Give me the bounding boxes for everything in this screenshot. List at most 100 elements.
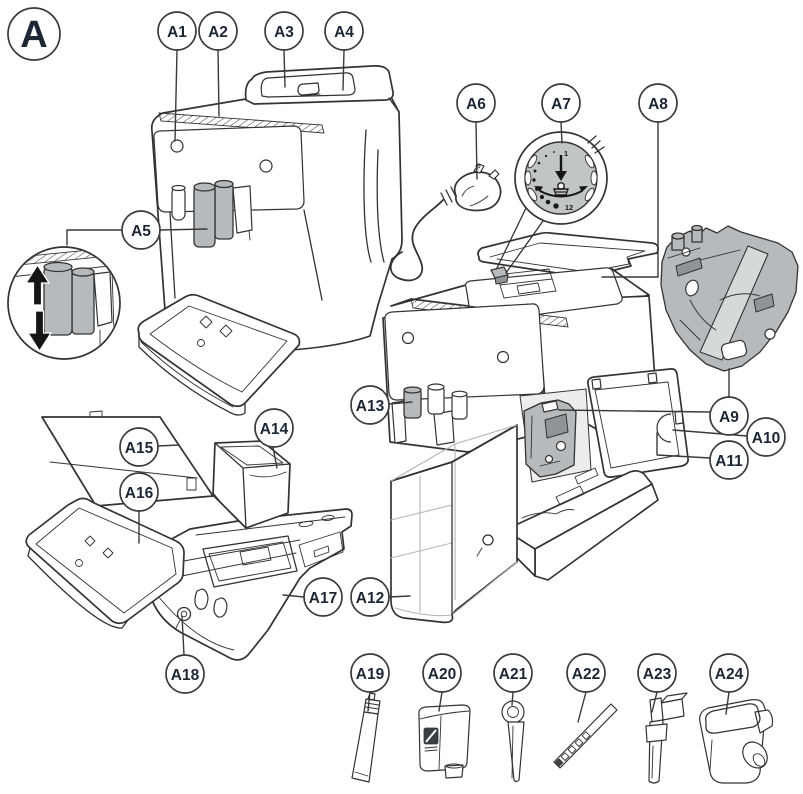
leader-a17 — [282, 594, 305, 598]
leader-a6 — [475, 121, 478, 180]
svg-text:A12: A12 — [356, 590, 384, 607]
svg-text:A24: A24 — [715, 666, 744, 683]
leader-a1 — [174, 49, 178, 142]
grind-dial-inset: 1 12 — [496, 131, 608, 274]
callout-a12: A12 — [350, 577, 390, 617]
svg-text:A1: A1 — [167, 24, 187, 41]
callout-a20: A20 — [422, 653, 462, 693]
water-tank — [390, 424, 518, 624]
panel-button-right — [259, 159, 273, 173]
svg-text:A9: A9 — [719, 409, 739, 426]
svg-text:A21: A21 — [499, 666, 528, 683]
tray-full-indicator — [175, 606, 192, 629]
callout-a2: A2 — [198, 11, 238, 51]
rotate-knob-icon — [534, 182, 588, 198]
leader-a11 — [656, 432, 711, 459]
accessory-milk-spout — [699, 699, 774, 784]
callout-a24: A24 — [709, 653, 749, 693]
leader-a7 — [560, 121, 563, 144]
callout-a4: A4 — [324, 11, 364, 51]
machine-open-illustration — [382, 231, 689, 624]
accessory-test-strip — [553, 703, 618, 769]
svg-text:A17: A17 — [309, 590, 337, 607]
leader-a14 — [272, 446, 278, 469]
svg-text:A15: A15 — [125, 440, 154, 457]
callout-a8: A8 — [638, 83, 678, 123]
svg-text:A18: A18 — [171, 667, 200, 684]
svg-text:A16: A16 — [125, 485, 154, 502]
callout-a15: A15 — [119, 427, 159, 467]
leader-a9-left — [558, 409, 711, 413]
control-panel — [153, 125, 305, 213]
svg-text:A14: A14 — [260, 421, 289, 438]
leader-a2 — [217, 49, 220, 117]
svg-text:A23: A23 — [643, 666, 672, 683]
front-drip-tray — [137, 293, 301, 416]
leader-a19 — [367, 691, 371, 712]
svg-text:A7: A7 — [551, 96, 571, 113]
grind-size-dots — [532, 151, 559, 209]
leader-a5-right — [159, 228, 208, 231]
leader-a12 — [388, 595, 411, 598]
hot-water-spout — [171, 186, 186, 221]
leader-a18 — [181, 615, 185, 656]
leader-a8 — [601, 121, 659, 278]
callout-a21: A21 — [493, 653, 533, 693]
svg-text:A20: A20 — [428, 666, 456, 683]
leader-a23 — [651, 691, 658, 713]
internal-drip-tray — [504, 467, 659, 581]
leader-a24 — [725, 691, 730, 715]
callout-a13: A13 — [350, 385, 390, 425]
leader-a13 — [388, 401, 413, 405]
callout-a18: A18 — [165, 654, 205, 694]
callout-a5: A5 — [121, 210, 161, 250]
dial-min-label: 1 — [564, 149, 568, 158]
leader-lines — [66, 49, 748, 723]
svg-text:A6: A6 — [466, 96, 486, 113]
svg-text:A22: A22 — [572, 666, 600, 683]
svg-text:A4: A4 — [334, 24, 354, 41]
accessories-row — [351, 692, 774, 784]
coffee-spout — [193, 179, 234, 248]
drip-tray-assembly-illustration — [25, 410, 353, 661]
door-recess — [656, 413, 672, 443]
service-door — [587, 368, 689, 478]
coffee-spout-2 — [391, 383, 468, 446]
power-plug — [453, 171, 502, 212]
drip-tray-cover — [25, 497, 185, 629]
callout-a23: A23 — [637, 653, 677, 693]
callout-a9: A9 — [709, 396, 749, 436]
dial-max-label: 12 — [565, 203, 573, 212]
callout-a11: A11 — [709, 440, 749, 480]
svg-text:A3: A3 — [274, 24, 294, 41]
svg-text:A11: A11 — [715, 453, 743, 470]
callout-a17: A17 — [303, 577, 343, 617]
callout-a19: A19 — [350, 653, 390, 693]
leader-a20 — [438, 691, 443, 712]
leader-a22 — [577, 691, 587, 723]
callout-a7: A7 — [541, 83, 581, 123]
brew-group-installed — [523, 399, 577, 478]
svg-text:A10: A10 — [752, 430, 780, 447]
callout-a3: A3 — [264, 11, 304, 51]
leader-a21 — [511, 691, 514, 706]
callout-a1: A1 — [157, 11, 197, 51]
svg-text:A19: A19 — [356, 666, 385, 683]
panel-button-left — [170, 139, 184, 153]
figure-badge: A — [7, 7, 61, 61]
up-down-arrows-icon — [25, 264, 52, 352]
accessory-milk-frother-tube — [645, 692, 688, 784]
figure-badge-label: A — [20, 14, 47, 56]
callout-a10: A10 — [746, 417, 786, 457]
leader-a4 — [342, 49, 345, 91]
down-arrow-icon — [555, 155, 567, 181]
leader-a5-left — [66, 229, 123, 246]
control-panel-2 — [384, 303, 545, 401]
svg-text:A2: A2 — [208, 24, 228, 41]
grounds-container — [212, 440, 291, 529]
brew-group-illustration — [660, 224, 799, 372]
svg-text:A8: A8 — [648, 96, 668, 113]
callout-a22: A22 — [566, 653, 606, 693]
callout-a6: A6 — [456, 83, 496, 123]
